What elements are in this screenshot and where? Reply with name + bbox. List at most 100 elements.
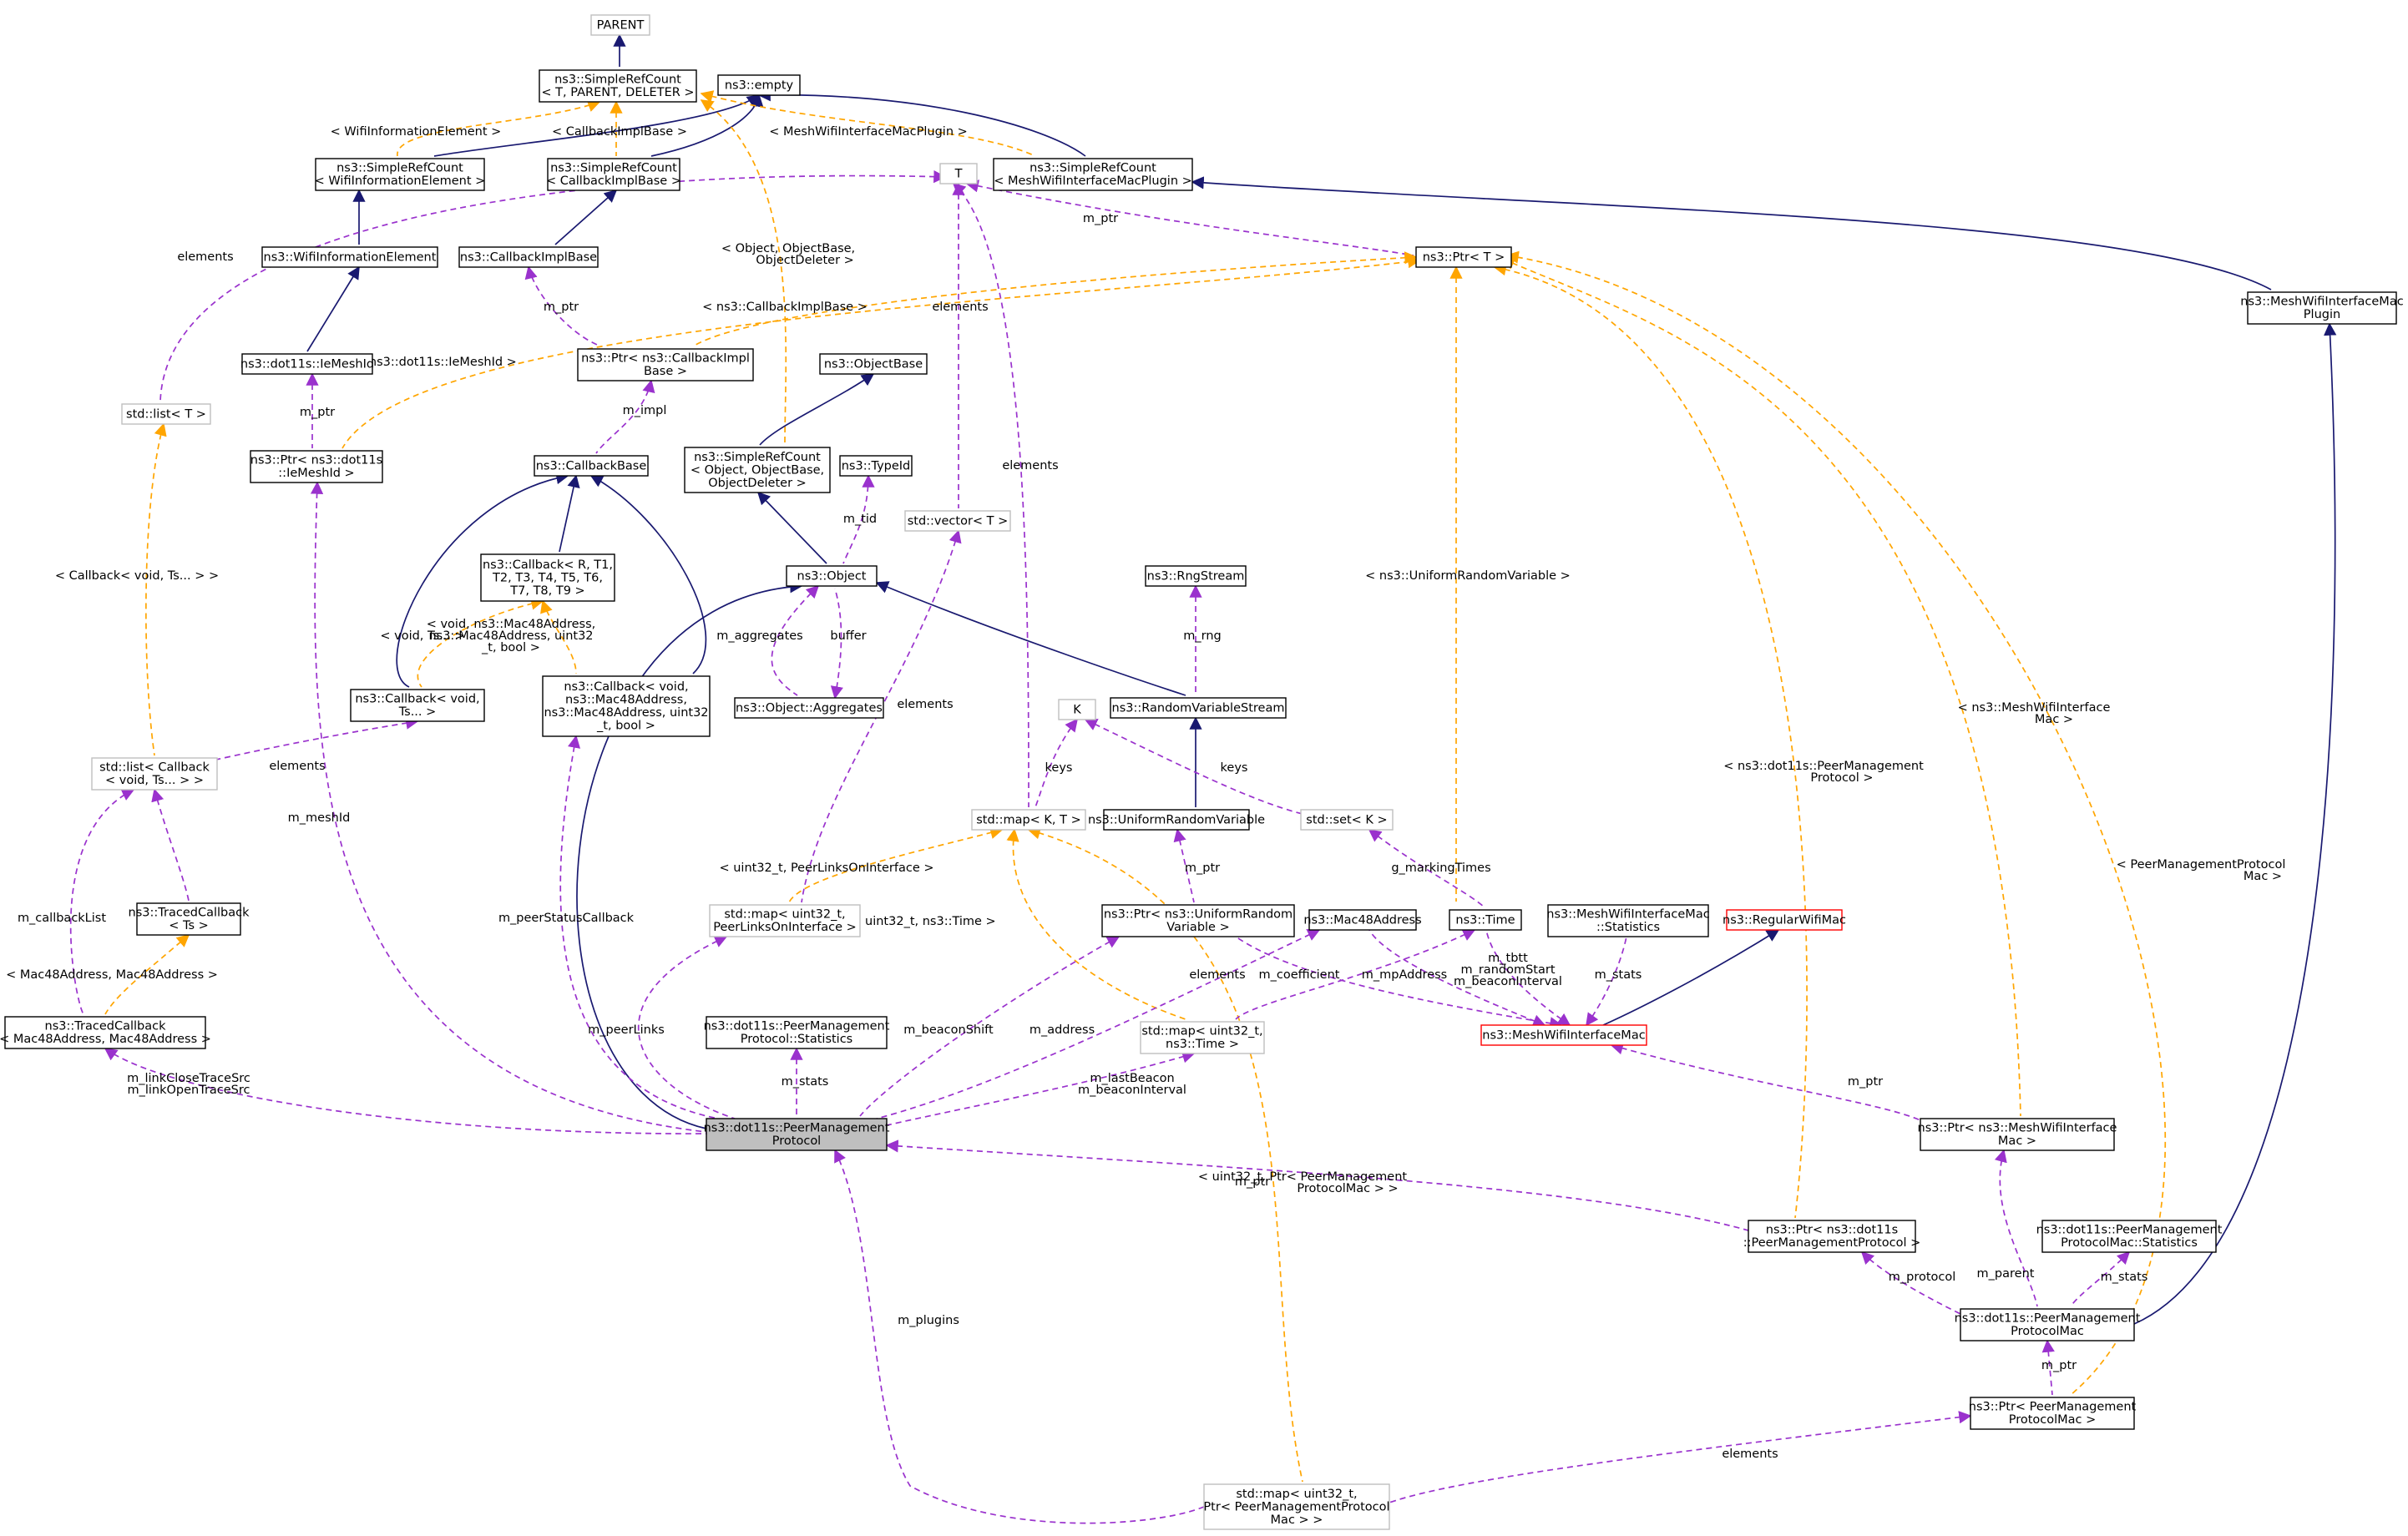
node-label: ns3::SimpleRefCount <box>1029 162 1156 175</box>
node-randomvarstream[interactable]: ns3::RandomVariableStream <box>1110 697 1287 719</box>
node-time[interactable]: ns3::Time <box>1449 909 1522 931</box>
node-uniformrv[interactable]: ns3::UniformRandomVariable <box>1088 809 1265 831</box>
node-box <box>706 1118 888 1151</box>
node-iemeshid[interactable]: ns3::dot11s::IeMeshId <box>240 353 374 375</box>
edge-label: _t, bool > <box>481 641 540 654</box>
edge-label: m_beaconShift <box>903 1023 994 1037</box>
node-stdmap-time[interactable]: std::map< uint32_t,ns3::Time > <box>1140 1021 1265 1054</box>
node-label: ns3::Ptr< T > <box>1423 250 1505 264</box>
edge-label: m_ptr <box>300 406 335 419</box>
node-stdvector-t[interactable]: std::vector< T > <box>904 510 1011 532</box>
node-stdlist-callback[interactable]: std::list< Callback< void, Ts... > > <box>91 757 218 791</box>
node-label: ns3::Ptr< ns3::CallbackImpl <box>581 352 750 366</box>
node-regularwifimac[interactable]: ns3::RegularWifiMac <box>1723 909 1846 931</box>
node-label: ProtocolMac <box>2011 1325 2084 1338</box>
node-callback-void-ts[interactable]: ns3::Callback< void,Ts... > <box>350 689 485 722</box>
node-meshwifimac[interactable]: ns3::MeshWifiInterfaceMac <box>1480 1024 1647 1046</box>
edge-inherit-meshwifiplugin-to-pmpmac <box>2133 322 2337 1325</box>
edge-label: m_peerStatusCallback <box>498 912 635 925</box>
node-object[interactable]: ns3::Object <box>786 565 878 587</box>
edge-member-stdlist_callback-to-tracedcallback_ts <box>151 788 190 902</box>
node-empty[interactable]: ns3::empty <box>717 74 801 96</box>
node-label: ns3::SimpleRefCount <box>550 162 677 175</box>
node-label: ns3::Ptr< ns3::dot11s <box>250 454 382 467</box>
node-t[interactable]: T <box>939 163 978 184</box>
node-label: < MeshWifiInterfaceMacPlugin > <box>994 174 1192 188</box>
edge-inherit-simplerefcount_cb-to-callbackimplbase <box>554 189 618 245</box>
node-callbackbase[interactable]: ns3::CallbackBase <box>534 455 649 477</box>
node-label: _t, bool > <box>596 720 655 733</box>
node-stdmap-plugins[interactable]: std::map< uint32_t,Ptr< PeerManagementPr… <box>1203 1483 1390 1530</box>
node-label: Protocol <box>772 1134 821 1148</box>
node-simplerefcount-t[interactable]: ns3::SimpleRefCount< T, PARENT, DELETER … <box>539 69 697 103</box>
node-stdmap-peerlinks[interactable]: std::map< uint32_t,PeerLinksOnInterface … <box>709 904 861 937</box>
edge-member-stdmap_peerlinks-to-pmp <box>637 935 736 1119</box>
node-label: std::map< uint32_t, <box>724 908 845 922</box>
node-box <box>350 689 485 722</box>
node-label: ns3::dot11s::PeerManagement <box>704 1122 890 1135</box>
node-objectbase[interactable]: ns3::ObjectBase <box>819 353 928 375</box>
node-stdmap-kt[interactable]: std::map< K, T > <box>971 809 1086 831</box>
node-stdset-k[interactable]: std::set< K > <box>1300 809 1394 831</box>
node-pmp-stats[interactable]: ns3::dot11s::PeerManagementProtocol::Sta… <box>704 1016 890 1049</box>
node-callback-void-mac[interactable]: ns3::Callback< void,ns3::Mac48Address,ns… <box>542 675 711 737</box>
edge-label: m_beaconInterval <box>1454 975 1562 988</box>
node-simplerefcount-cb[interactable]: ns3::SimpleRefCount< CallbackImplBase > <box>546 158 681 191</box>
edge-label: < ns3::UniformRandomVariable > <box>1365 569 1571 583</box>
node-ptr-meshwifimac[interactable]: ns3::Ptr< ns3::MeshWifiInterfaceMac > <box>1918 1118 2117 1151</box>
node-box <box>1970 1397 2135 1430</box>
edge-member-ptr_iemeshid-to-pmp <box>310 481 707 1133</box>
edge-label: m_rng <box>1183 629 1221 643</box>
node-box <box>1110 697 1287 719</box>
node-label: ProtocolMac::Statistics <box>2061 1236 2198 1250</box>
node-label: ns3::Ptr< PeerManagement <box>1969 1401 2137 1414</box>
node-parent[interactable]: PARENT <box>590 14 650 36</box>
node-pmpmac-stats[interactable]: ns3::dot11s::PeerManagementProtocolMac::… <box>2036 1220 2223 1253</box>
node-meshwifimac-stats[interactable]: ns3::MeshWifiInterfaceMac::Statistics <box>1546 904 1710 937</box>
edge-label: < PeerManagementProtocol <box>2117 858 2286 872</box>
edge-label: m_plugins <box>898 1314 959 1327</box>
edge-template-stdmap_kt-to-stdmap_time <box>1006 828 1186 1020</box>
node-ptr-pmp[interactable]: ns3::Ptr< ns3::dot11s::PeerManagementPro… <box>1743 1220 1921 1253</box>
node-ptr-iemeshid[interactable]: ns3::Ptr< ns3::dot11s::IeMeshId > <box>250 450 383 483</box>
edge-member-stdset_k-to-time <box>1368 829 1485 908</box>
node-mac48address[interactable]: ns3::Mac48Address <box>1303 909 1422 931</box>
edge-inherit-wifiinfoelement-to-iemeshid <box>306 265 360 352</box>
edge-label: Protocol > <box>1810 771 1873 785</box>
node-box <box>1547 904 1709 937</box>
edge-label: elements <box>269 760 325 773</box>
node-wifiinfoelement[interactable]: ns3::WifiInformationElement <box>261 246 438 268</box>
edge-label: elements <box>1002 459 1058 472</box>
node-meshwifiplugin[interactable]: ns3::MeshWifiInterfaceMacPlugin <box>2240 291 2404 325</box>
edge-label: g_markingTimes <box>1391 861 1490 875</box>
edge-label: m_meshId <box>288 811 351 825</box>
edge-label: m_peerLinks <box>588 1023 665 1037</box>
node-simplerefcount-wifi[interactable]: ns3::SimpleRefCount< WifiInformationElem… <box>315 158 486 191</box>
node-ptr-t[interactable]: ns3::Ptr< T > <box>1415 246 1512 268</box>
node-k[interactable]: K <box>1058 699 1096 720</box>
node-callbackimplbase[interactable]: ns3::CallbackImplBase <box>458 246 599 268</box>
node-typeid[interactable]: ns3::TypeId <box>839 455 913 477</box>
node-simplerefcount-obj[interactable]: ns3::SimpleRefCount< Object, ObjectBase,… <box>684 447 831 493</box>
edge-label: m_impl <box>623 404 667 417</box>
edge-label: < void, Ts... > <box>380 629 464 643</box>
node-tracedcallback-ts[interactable]: ns3::TracedCallback< Ts > <box>129 902 250 936</box>
node-simplerefcount-meshplugin[interactable]: ns3::SimpleRefCount< MeshWifiInterfaceMa… <box>993 158 1193 191</box>
node-ptr-uniformrv[interactable]: ns3::Ptr< ns3::UniformRandomVariable > <box>1101 904 1295 937</box>
node-label: ns3::Ptr< ns3::UniformRandom <box>1104 908 1293 922</box>
node-callback-r[interactable]: ns3::Callback< R, T1,T2, T3, T4, T5, T6,… <box>480 553 615 602</box>
node-label: ns3::MeshWifiInterfaceMac <box>2240 296 2403 309</box>
node-stdlist-t[interactable]: std::list< T > <box>121 403 211 425</box>
edge-label: m_mpAddress <box>1362 968 1447 982</box>
edge-label: ObjectDeleter > <box>756 254 854 267</box>
node-ptr-cbimpl[interactable]: ns3::Ptr< ns3::CallbackImplBase > <box>577 348 754 381</box>
node-pmp[interactable]: ns3::dot11s::PeerManagementProtocol <box>704 1118 890 1151</box>
node-label: T2, T3, T4, T5, T6, <box>492 571 603 584</box>
node-aggregates[interactable]: ns3::Object::Aggregates <box>734 697 884 719</box>
node-label: ns3::dot11s::IeMeshId <box>240 357 374 371</box>
node-tracedcallback-mac[interactable]: ns3::TracedCallback< Mac48Address, Mac48… <box>0 1016 211 1049</box>
node-box <box>590 14 650 36</box>
node-rngstream[interactable]: ns3::RngStream <box>1145 565 1247 587</box>
